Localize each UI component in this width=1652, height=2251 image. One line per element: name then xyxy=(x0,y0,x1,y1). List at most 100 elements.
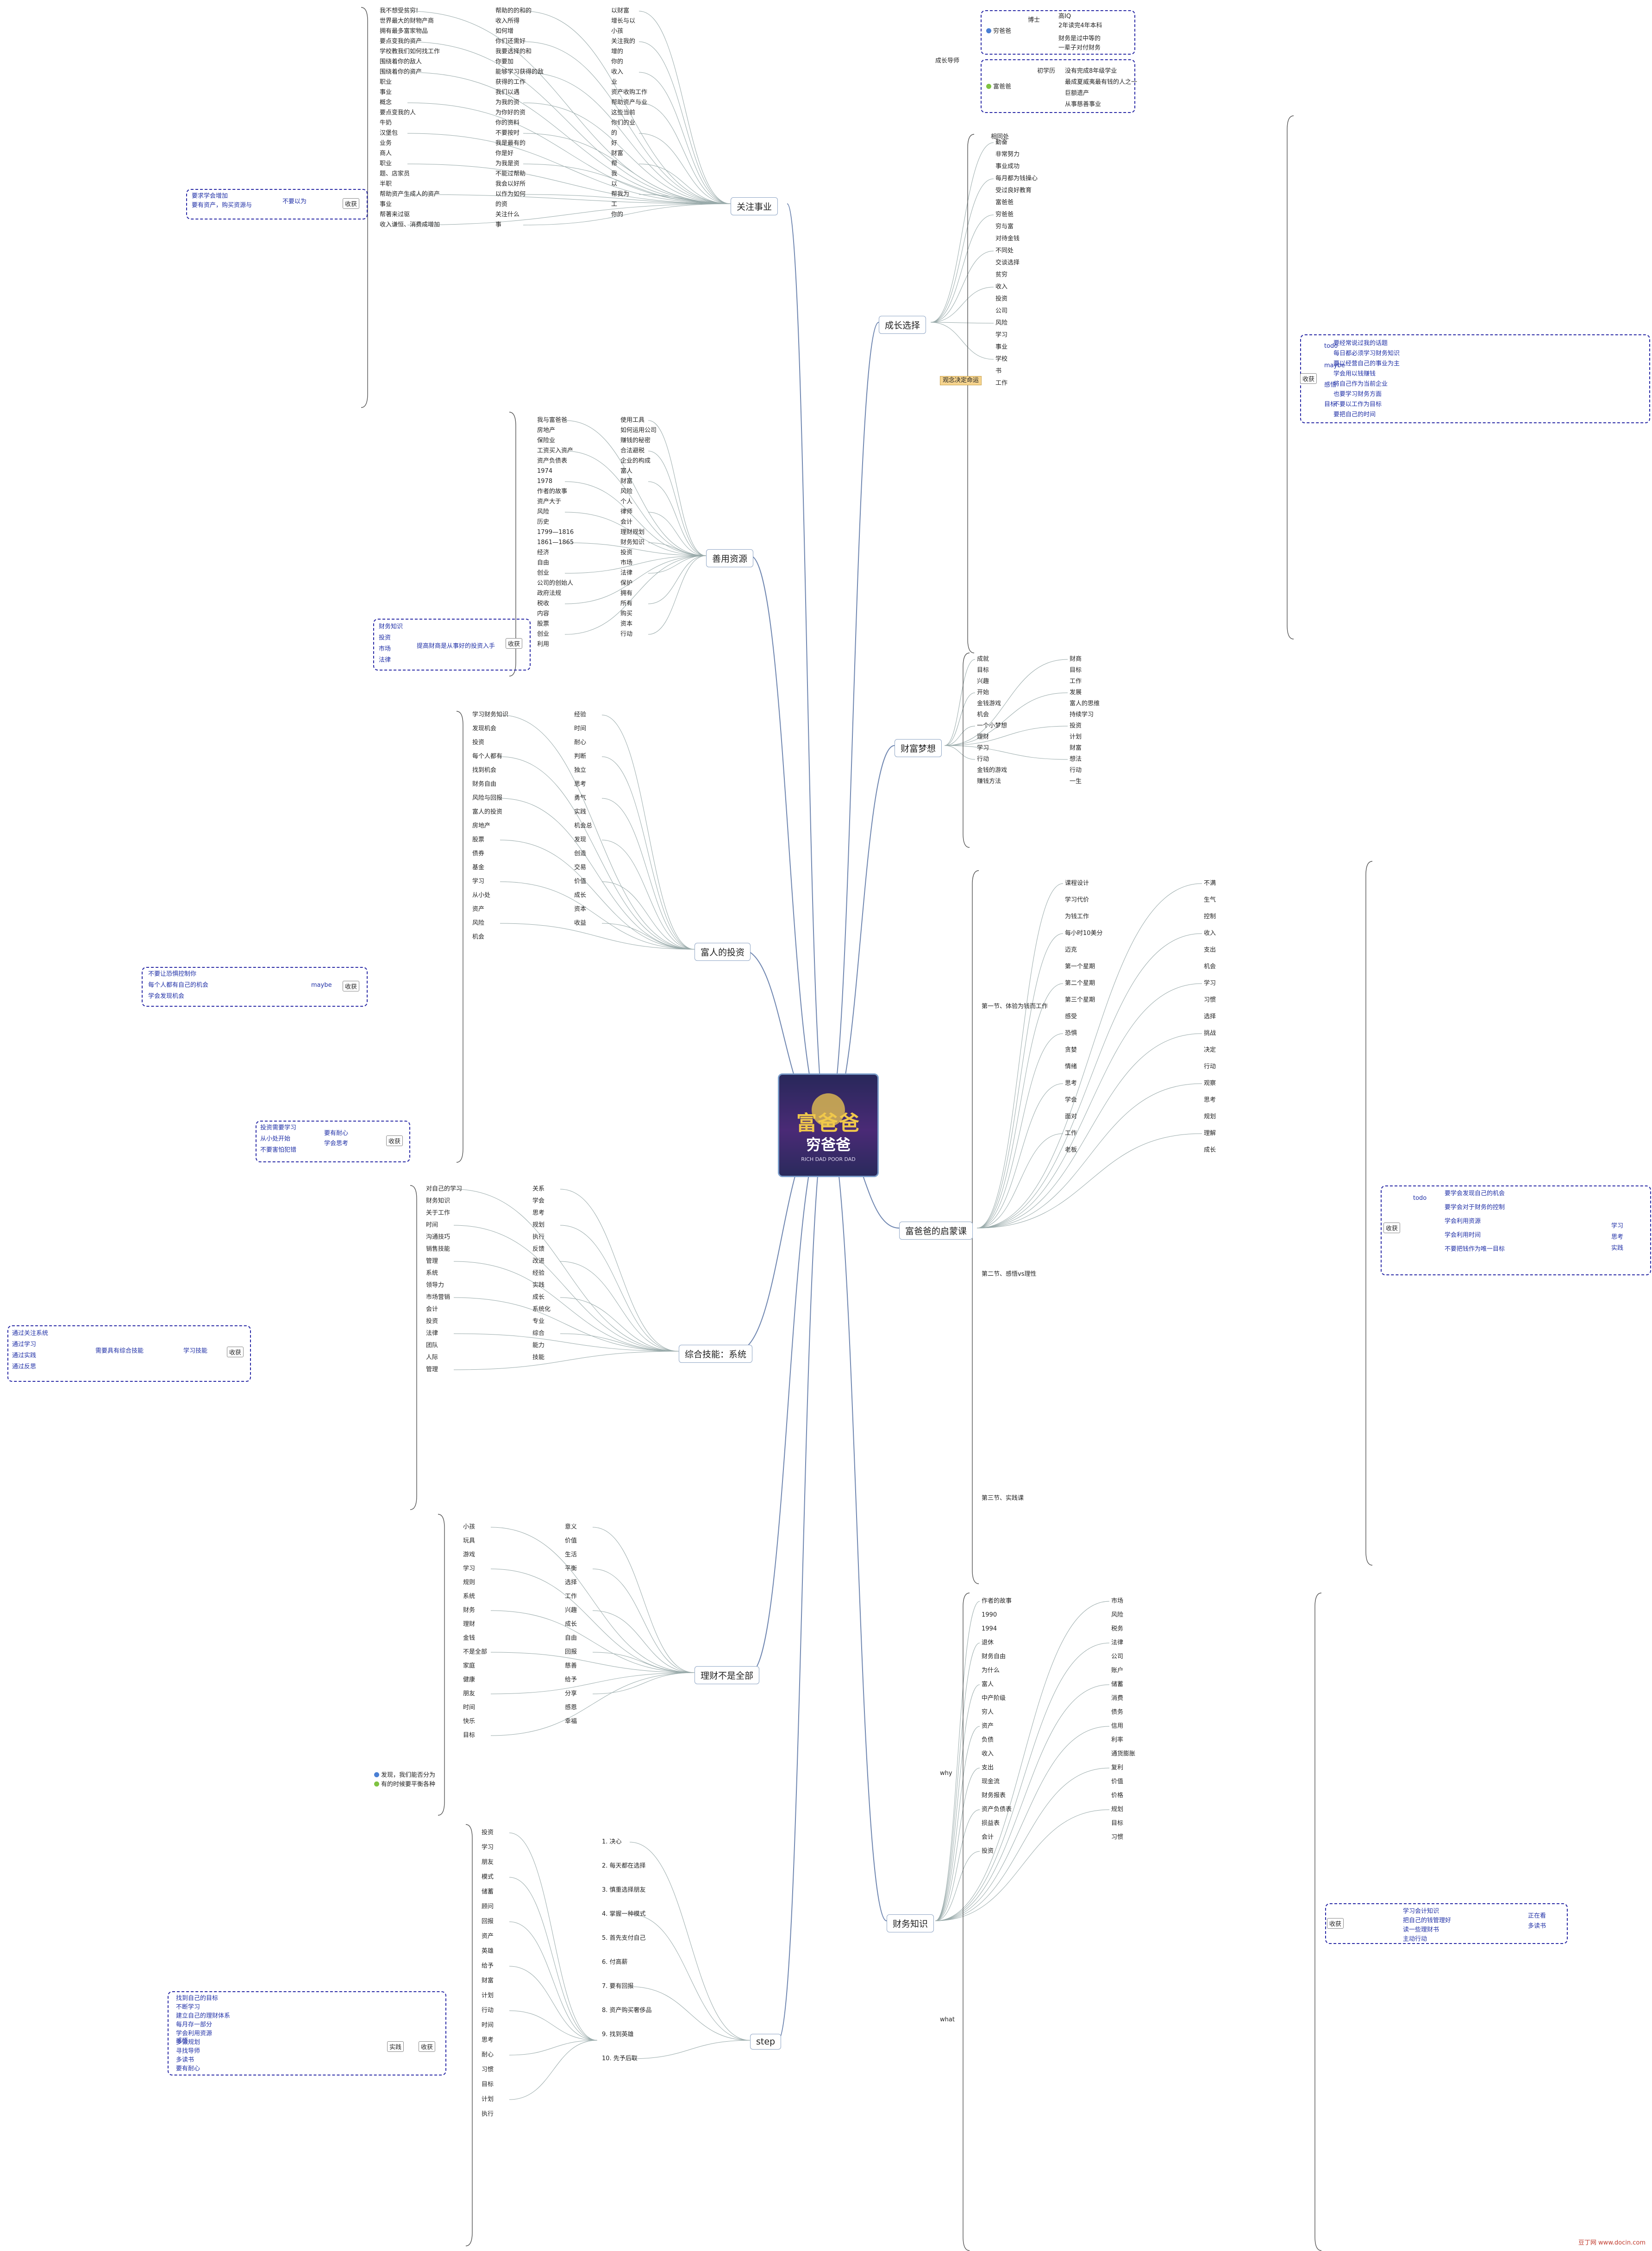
mindmap-node: 风险 xyxy=(620,488,633,495)
mindmap-node: 健康 xyxy=(463,1676,476,1683)
mindmap-node: 朋友 xyxy=(482,1859,494,1866)
branch-career[interactable]: 关注事业 xyxy=(731,197,778,215)
mindmap-node: 迈克 xyxy=(1065,947,1077,953)
mindmap-node: 9. 找到英雄 xyxy=(602,2031,634,2038)
mindmap-node: 我会以好所 xyxy=(495,181,526,188)
mindmap-node: 富人的思维 xyxy=(1070,700,1100,707)
branch-step[interactable]: step xyxy=(750,2034,782,2050)
mindmap-node: 行动 xyxy=(482,2007,494,2014)
mindmap-node: 以财富 xyxy=(611,7,630,14)
mindmap-node: 为什么 xyxy=(982,1667,1000,1674)
mindmap-node: 建立自己的理财体系 xyxy=(176,2013,231,2019)
branch-knowledge[interactable]: 财务知识 xyxy=(887,1914,934,1932)
mindmap-node: 找到机会 xyxy=(472,767,497,774)
link-line xyxy=(935,1601,1110,1921)
group-bracket xyxy=(1287,115,1294,640)
mindmap-node: 财商 xyxy=(1070,656,1082,663)
mindmap-node: 负债 xyxy=(982,1737,994,1743)
rich-dad-item: 没有完成8年级学业 xyxy=(1065,68,1117,75)
mindmap-node: 能够学习获得的敌 xyxy=(495,69,544,75)
branch-enlight[interactable]: 富爸爸的启蒙课 xyxy=(899,1222,973,1240)
mindmap-node: 价值 xyxy=(1111,1778,1124,1785)
rich-dad-item: 巨额遗产 xyxy=(1065,90,1089,97)
link-line xyxy=(638,102,731,204)
mindmap-node: 会计 xyxy=(426,1306,438,1313)
mindmap-node: 不要按时 xyxy=(495,130,520,137)
mindmap-node: 帮我为 xyxy=(611,191,630,198)
mindmap-node: 习惯 xyxy=(1111,1834,1124,1841)
branch-wealth[interactable]: 理财不是全部 xyxy=(695,1666,760,1684)
mindmap-node: 信用 xyxy=(1111,1723,1124,1730)
branch-resources[interactable]: 善用资源 xyxy=(706,549,754,567)
branch-invest[interactable]: 富人的投资 xyxy=(695,943,751,961)
mindmap-node: 幸福 xyxy=(565,1718,577,1725)
mindmap-node: 书 xyxy=(995,368,1002,375)
link-line xyxy=(509,1921,598,2041)
mindmap-node: 理财规划 xyxy=(620,529,645,536)
mindmap-node: 价值 xyxy=(574,878,587,885)
invest-note-b-line: 从小处开始 xyxy=(260,1135,291,1142)
link-line xyxy=(509,1877,598,2041)
mindmap-node: 事业 xyxy=(380,89,392,96)
link-line xyxy=(592,1568,695,1673)
link-line xyxy=(509,2040,598,2100)
mindmap-node: 工 xyxy=(611,201,618,208)
link-line xyxy=(500,923,695,950)
mindmap-node: 通货膨胀 xyxy=(1111,1750,1136,1757)
mindmap-node: 1974 xyxy=(537,468,553,475)
mindmap-node: 学习 xyxy=(1611,1223,1624,1229)
mindmap-node: 关于工作 xyxy=(426,1210,451,1216)
mindmap-node: 以作为如何 xyxy=(495,191,526,198)
mindmap-node: 学会用以钱赚钱 xyxy=(1333,370,1376,377)
mindmap-node: 工作 xyxy=(995,380,1008,387)
mindmap-node: 财务自由 xyxy=(982,1653,1006,1660)
mindmap-node: 会计 xyxy=(620,519,633,526)
mindmap-node: 内容 xyxy=(537,610,550,617)
link-line xyxy=(500,881,695,950)
mindmap-node: 机会 xyxy=(472,934,485,941)
mindmap-node: 工作 xyxy=(1065,1130,1077,1137)
branch-skills[interactable]: 综合技能：系统 xyxy=(679,1345,753,1363)
mindmap-node: 现金流 xyxy=(982,1778,1000,1785)
mindmap-node: 公司的创始人 xyxy=(537,580,574,587)
mindmap-node: 你的资料 xyxy=(495,119,520,126)
branch-dream[interactable]: 财富梦想 xyxy=(895,739,942,757)
mindmap-node: 资产负债表 xyxy=(982,1806,1012,1813)
mindmap-node: 税务 xyxy=(1111,1625,1124,1632)
mindmap-node: 作者的故事 xyxy=(537,488,568,495)
mindmap-node: 思考 xyxy=(1611,1234,1624,1241)
mindmap-node: 富人 xyxy=(620,468,633,475)
mindmap-node: 对自己的学习 xyxy=(426,1185,463,1192)
mindmap-node: 理解 xyxy=(1204,1130,1216,1137)
mindmap-node: 回报 xyxy=(482,1918,494,1925)
link-line xyxy=(648,555,707,604)
mindmap-node: 自由 xyxy=(537,559,550,566)
mindmap-node: 行动 xyxy=(977,756,989,763)
mindmap-node: 老板 xyxy=(1065,1147,1077,1154)
mindmap-node: 目标 xyxy=(482,2081,494,2088)
link-line xyxy=(935,1768,1110,1921)
link-line xyxy=(976,883,1202,1229)
branch-growth[interactable]: 成长选择 xyxy=(879,316,926,334)
group-bracket xyxy=(465,1824,473,2246)
mindmap-node: 规则 xyxy=(463,1579,476,1586)
mindmap-node: 选择 xyxy=(1204,1013,1216,1020)
mindmap-node: 损益表 xyxy=(982,1820,1000,1827)
mindmap-node: 思考 xyxy=(532,1210,545,1216)
link-line xyxy=(560,1333,679,1352)
mindmap-node: 以 xyxy=(611,181,618,188)
mindmap-node: 使用工具 xyxy=(620,417,645,424)
mindmap-node: 富爸爸 xyxy=(995,199,1014,206)
mindmap-node: 围绕着你的敌人 xyxy=(380,58,422,65)
mindmap-node: 法律 xyxy=(620,570,633,577)
link-line xyxy=(490,1672,695,1736)
mindmap-node: 利用 xyxy=(537,641,550,648)
mindmap-node: 我是最有的 xyxy=(495,140,526,147)
mindmap-node: 感悟 xyxy=(176,2038,188,2044)
mindmap-node: 学会 xyxy=(1065,1097,1077,1104)
mindmap-node: 帮助的的和的 xyxy=(495,7,532,14)
mindmap-node: 支出 xyxy=(1204,947,1216,953)
link-line xyxy=(407,194,731,204)
link-line xyxy=(453,1261,679,1352)
mindmap-node: 学会 xyxy=(532,1198,545,1204)
